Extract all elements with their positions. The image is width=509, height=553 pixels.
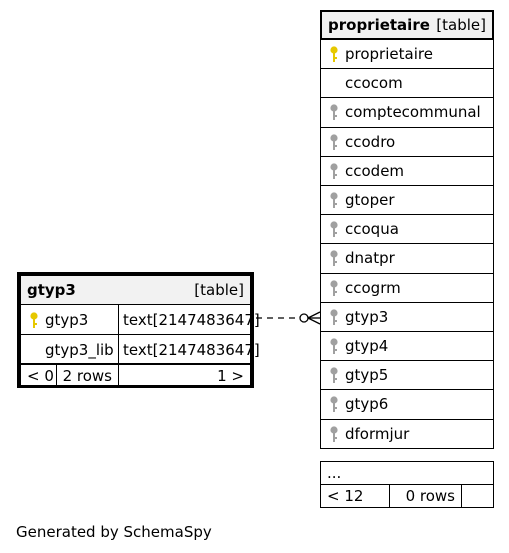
- table-title: gtyp3: [27, 281, 76, 299]
- proprietaire-table[interactable]: proprietaire [table] proprietaire ccocom c…: [320, 10, 494, 508]
- column-name: gtyp4: [345, 337, 389, 356]
- foreign-key-icon: [330, 396, 338, 413]
- table-title: proprietaire: [328, 16, 430, 34]
- table-kind-label: [table]: [436, 16, 486, 34]
- primary-key-icon: [330, 46, 338, 63]
- children-count[interactable]: 1 >: [118, 363, 251, 388]
- column-name: gtyp5: [345, 366, 389, 385]
- foreign-key-icon: [330, 250, 338, 267]
- gtyp3-table[interactable]: gtyp3 [table] gtyp3 text[2147483647] gtyp3…: [17, 272, 260, 388]
- column-name: dformjur: [345, 424, 410, 443]
- foreign-key-icon: [330, 104, 338, 121]
- primary-key-icon: [30, 311, 38, 328]
- gtyp3-table-header: gtyp3 [table]: [20, 275, 251, 305]
- foreign-key-icon: [330, 367, 338, 384]
- column-name: gtoper: [345, 191, 395, 210]
- column-name: dnatpr: [345, 249, 395, 268]
- generated-by-footer: Generated by SchemaSpy: [16, 523, 212, 541]
- column-name: proprietaire: [345, 45, 433, 64]
- proprietaire-table-header: proprietaire [table]: [320, 10, 494, 40]
- zero-cardinality-marker: [299, 313, 309, 323]
- relationship-edge-gtyp3[interactable]: [256, 311, 321, 325]
- column-name: comptecommunal: [345, 103, 481, 122]
- column-type-label: text[2147483647]: [123, 310, 260, 329]
- foreign-key-icon: [330, 309, 338, 325]
- column-name: gtyp3: [45, 310, 89, 329]
- column-name: ccogrm: [345, 278, 401, 297]
- column-type-label: text[2147483647]: [123, 340, 260, 359]
- foreign-key-icon: [330, 280, 338, 296]
- foreign-key-icon: [330, 338, 338, 355]
- foreign-key-icon: [330, 163, 338, 179]
- column-row[interactable]: dformjur: [320, 418, 494, 449]
- foreign-key-icon: [330, 192, 338, 209]
- column-name: gtyp3_lib: [45, 340, 114, 359]
- table-kind-label: [table]: [194, 281, 244, 299]
- column-name: ccoqua: [345, 220, 399, 239]
- crowfoot-lower: [307, 317, 321, 325]
- column-name: ccodem: [345, 161, 405, 180]
- foreign-key-icon: [330, 221, 338, 238]
- column-type: text[2147483647]: [118, 334, 260, 365]
- column-name: gtyp3: [345, 307, 389, 326]
- crowfoot-upper: [307, 311, 321, 319]
- foreign-key-icon: [330, 426, 338, 442]
- children-count[interactable]: [461, 484, 494, 508]
- foreign-key-icon: [330, 134, 338, 150]
- column-name: ccodro: [345, 132, 396, 151]
- column-name: gtyp6: [345, 395, 389, 414]
- column-name: ccocom: [345, 74, 403, 93]
